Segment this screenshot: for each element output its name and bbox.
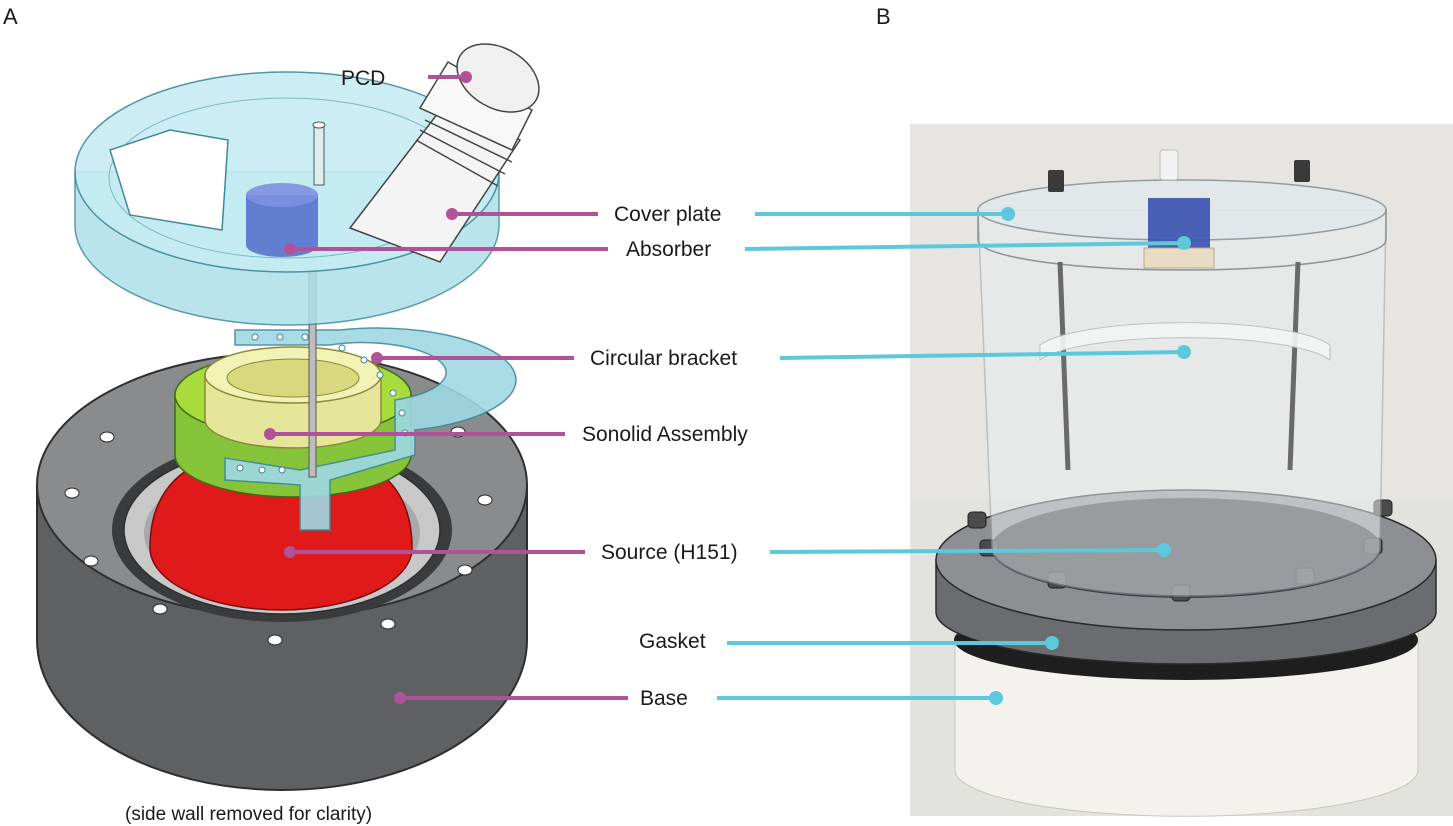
pcd-part bbox=[348, 43, 540, 263]
label-cover-plate: Cover plate bbox=[614, 203, 721, 226]
label-source: Source (H151) bbox=[601, 541, 738, 564]
panel-letter-a: A bbox=[3, 4, 18, 29]
panel-a-note: (side wall removed for clarity) bbox=[125, 804, 372, 825]
label-absorber: Absorber bbox=[626, 238, 711, 261]
label-circular-bracket: Circular bracket bbox=[590, 347, 737, 370]
label-gasket: Gasket bbox=[639, 630, 706, 653]
panel-b-leaders bbox=[717, 207, 1191, 705]
panel-a-cad-drawing bbox=[36, 43, 628, 791]
panel-a-leaders bbox=[264, 71, 628, 704]
panel-b-photo bbox=[717, 124, 1453, 817]
panel-letter-b: B bbox=[876, 4, 891, 29]
absorber-part bbox=[246, 183, 318, 257]
label-base: Base bbox=[640, 687, 688, 710]
label-sonolid-assembly: Sonolid Assembly bbox=[582, 423, 748, 446]
label-pcd: PCD bbox=[341, 67, 385, 90]
